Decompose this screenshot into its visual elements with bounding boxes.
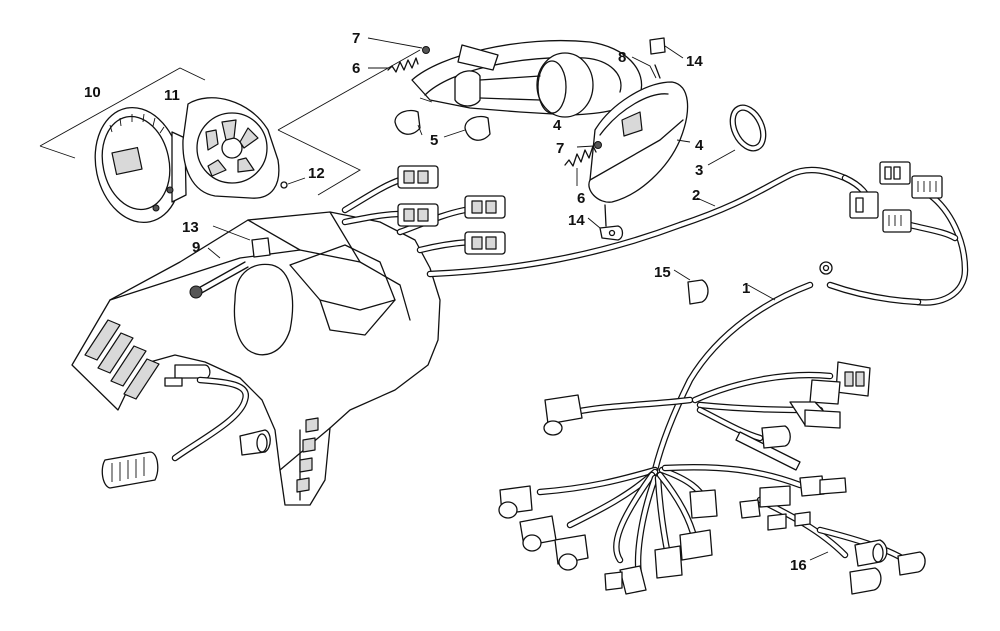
bracket-14-lower xyxy=(587,204,624,241)
rod-9 xyxy=(189,225,251,299)
bulb-sockets xyxy=(394,109,491,141)
headlight-housing-upper xyxy=(411,39,643,118)
callout-8: 8 xyxy=(618,49,626,66)
side-vents xyxy=(84,319,160,400)
callout-labels: 1 2 3 4 4 5 6 6 7 7 8 9 10 11 12 13 14 1… xyxy=(84,30,807,574)
gauge-bezel xyxy=(182,97,280,199)
spring-6-upper xyxy=(368,57,419,73)
callout-4-upper: 4 xyxy=(553,117,562,134)
callout-11: 11 xyxy=(164,87,180,104)
hood-fairing xyxy=(71,211,441,506)
callout-5: 5 xyxy=(430,132,438,149)
callout-12: 12 xyxy=(308,165,325,182)
callout-6-upper: 6 xyxy=(352,60,360,77)
spring-6-lower xyxy=(564,145,597,186)
dash-bracket xyxy=(251,237,271,258)
screw-7-lower xyxy=(576,141,602,149)
fairing-connectors xyxy=(341,165,506,255)
clip-15 xyxy=(673,269,709,305)
screw-12 xyxy=(280,177,306,189)
lower-left-harness xyxy=(101,364,271,489)
callout-14-lower: 14 xyxy=(568,212,585,229)
callout-4-right: 4 xyxy=(695,137,704,154)
callout-13: 13 xyxy=(182,219,199,236)
main-harness xyxy=(498,281,926,595)
callout-9: 9 xyxy=(192,239,200,256)
headlight-harness xyxy=(426,161,969,306)
headlight-housing-lower xyxy=(588,81,691,203)
callout-7-lower: 7 xyxy=(556,140,564,157)
clip-8 xyxy=(631,37,684,79)
lower-vents xyxy=(296,417,319,493)
callout-14-upper: 14 xyxy=(686,53,703,70)
callout-15: 15 xyxy=(654,264,671,281)
callout-2: 2 xyxy=(692,187,700,204)
callout-1: 1 xyxy=(742,280,750,297)
retaining-ring xyxy=(707,104,767,166)
callout-16: 16 xyxy=(790,557,807,574)
callout-10: 10 xyxy=(84,84,101,101)
callout-6-lower: 6 xyxy=(577,190,585,207)
callout-7-upper: 7 xyxy=(352,30,360,47)
screw-7-upper xyxy=(367,37,430,54)
callout-3: 3 xyxy=(695,162,703,179)
gauge-opening xyxy=(233,263,294,356)
gauge-assembly xyxy=(39,67,206,224)
